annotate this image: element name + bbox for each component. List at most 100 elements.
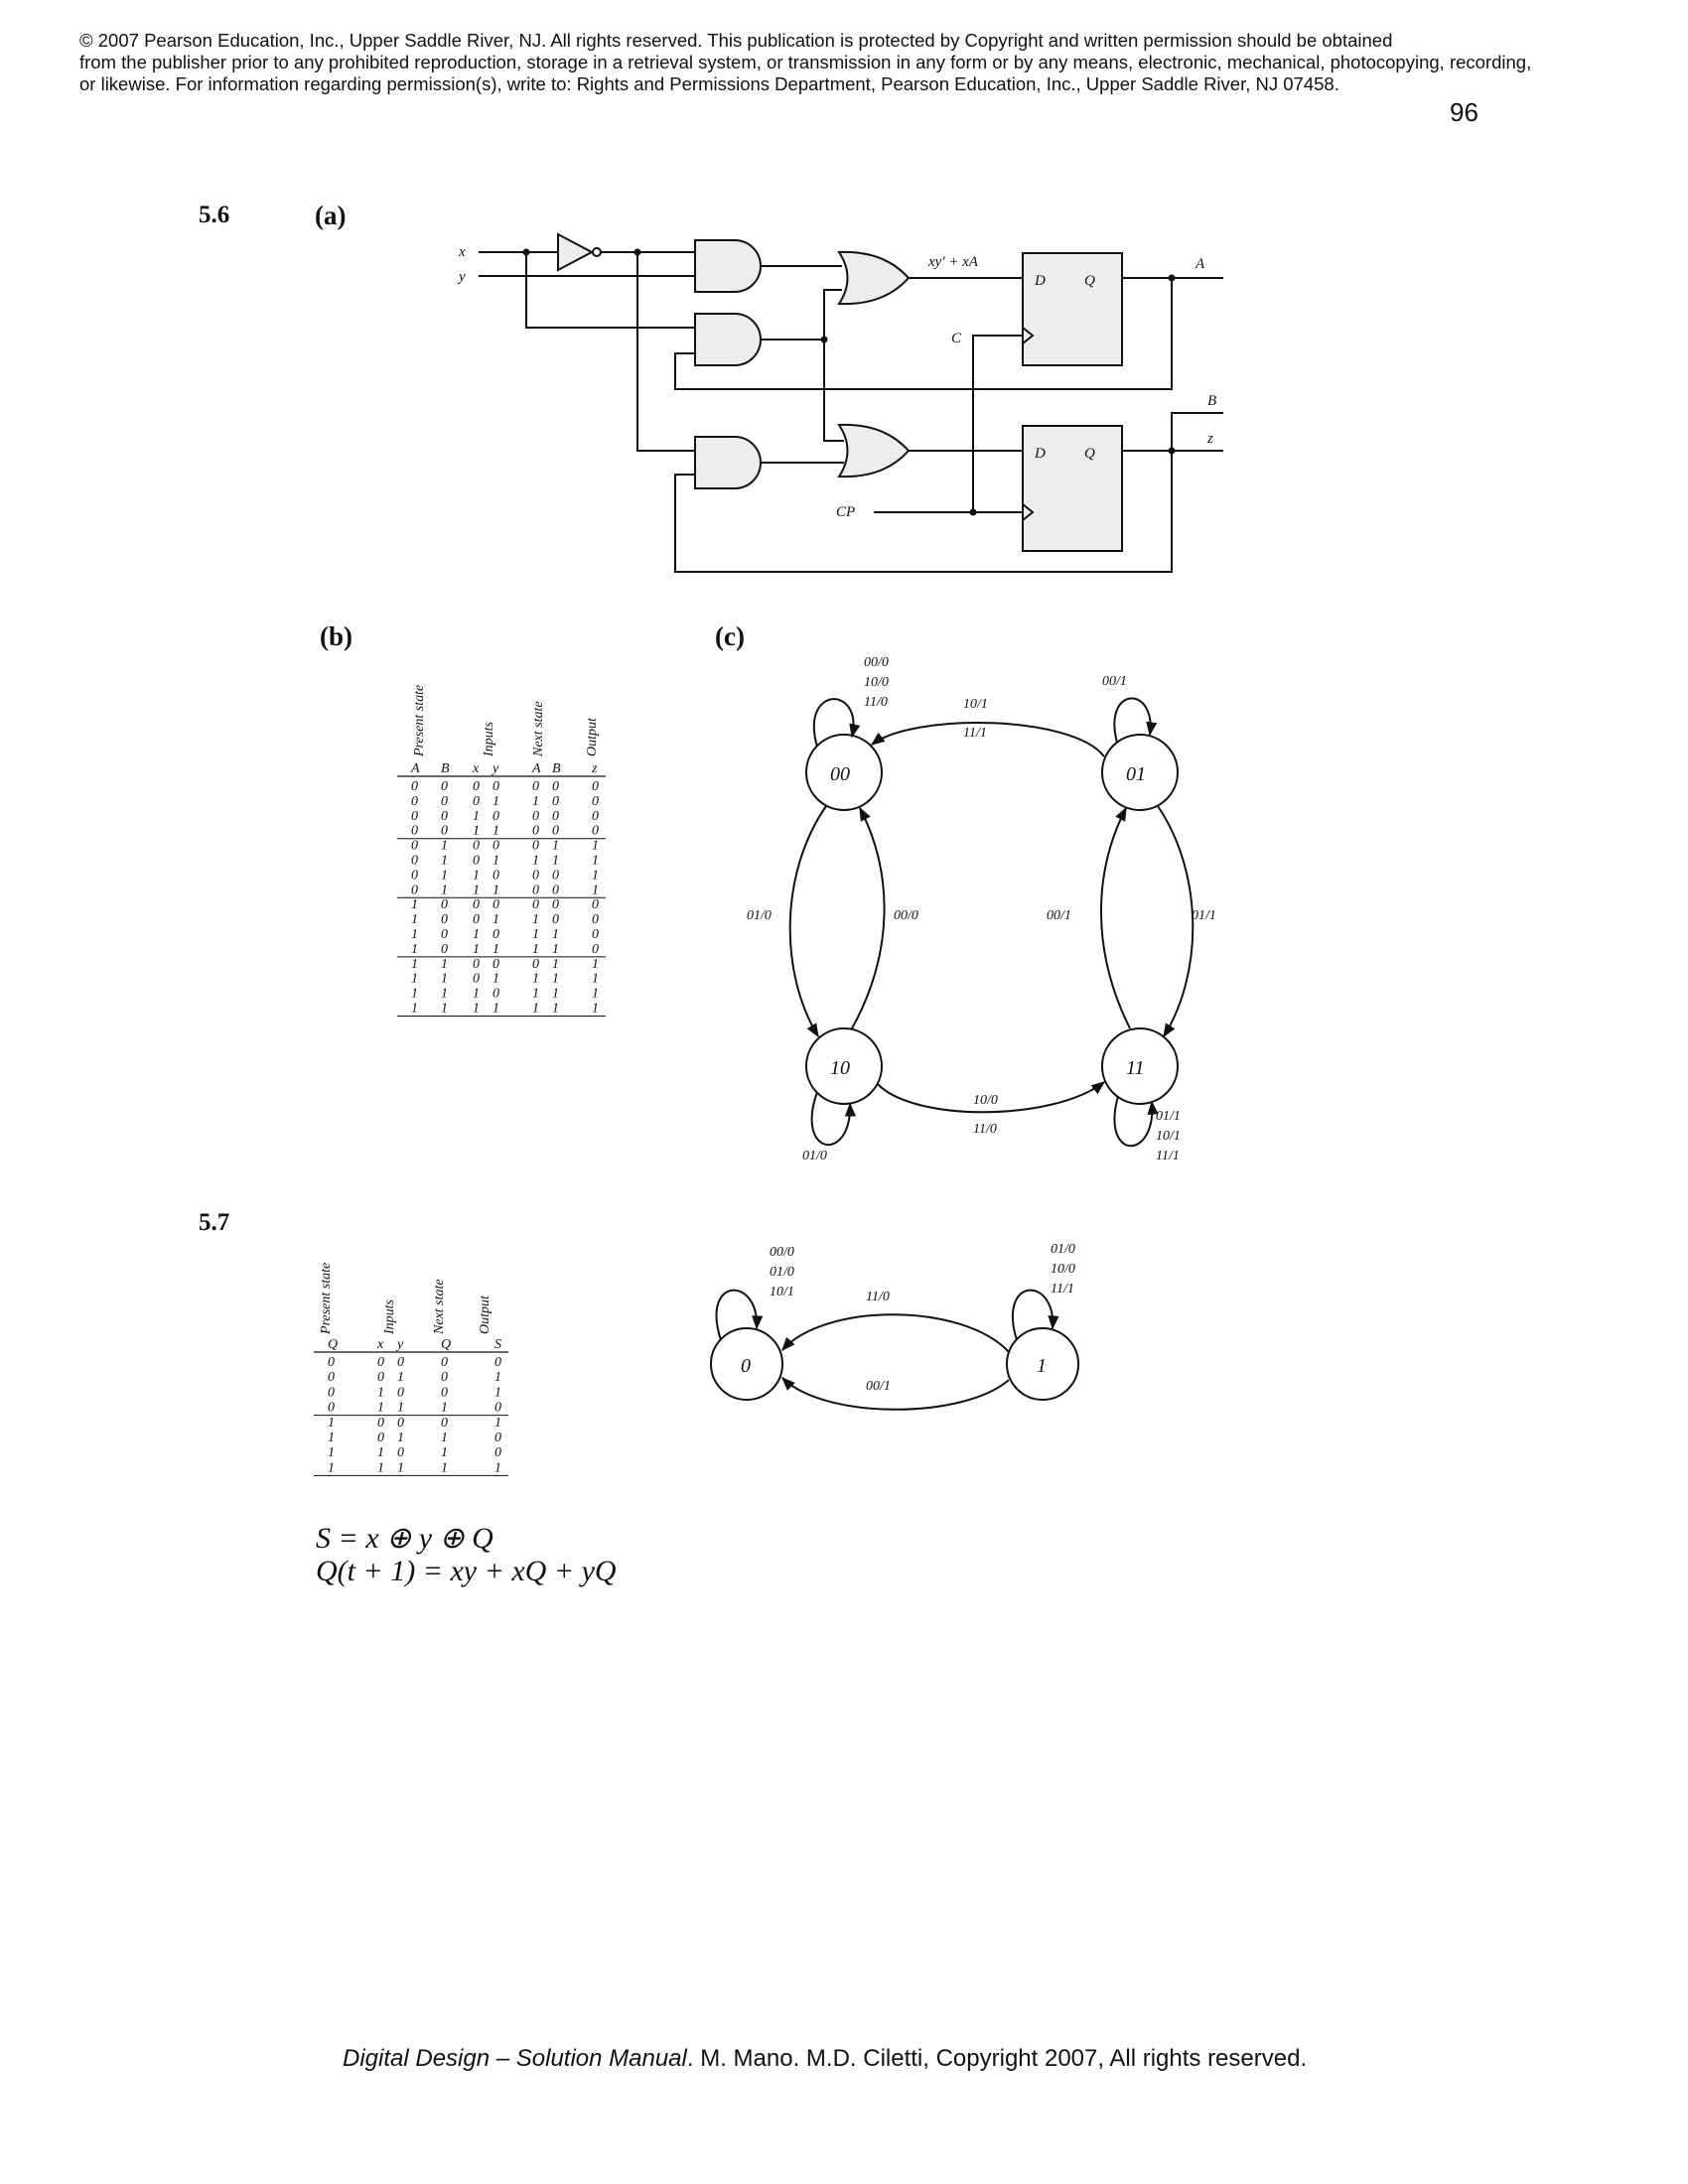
t56-cell: 0 <box>592 779 599 794</box>
t56-cell: 0 <box>411 824 418 839</box>
output-z-label: z <box>1206 431 1213 447</box>
t56-group-header: Inputs <box>482 721 496 757</box>
t56-cell: 0 <box>411 809 418 824</box>
t56-cell: 1 <box>411 927 418 942</box>
t56-cell: 0 <box>532 824 539 839</box>
t57-col-header: Q <box>441 1337 451 1352</box>
t56-cell: 1 <box>532 972 539 987</box>
t56-cell: 1 <box>552 957 559 972</box>
copyright-line-1: © 2007 Pearson Education, Inc., Upper Sa… <box>79 30 1393 51</box>
label-11-to-01: 00/1 <box>1047 908 1071 923</box>
t56-cell: 1 <box>592 854 599 869</box>
label-1-to-0: 00/1 <box>866 1379 891 1394</box>
inverter-gate <box>557 232 595 272</box>
t56-col-header: B <box>552 761 561 776</box>
equation-q-next: Q(t + 1) = xy + xQ + yQ <box>316 1555 617 1587</box>
t56-cell: 0 <box>473 912 480 927</box>
t56-cell: 1 <box>552 1002 559 1017</box>
t56-cell: 0 <box>552 897 559 912</box>
t57-group-header: Next state <box>432 1279 447 1335</box>
t56-cell: 0 <box>473 794 480 809</box>
t57-cell: 1 <box>328 1460 335 1475</box>
t57-cell: 0 <box>441 1355 448 1370</box>
t56-cell: 0 <box>532 883 539 897</box>
t56-cell: 0 <box>441 809 448 824</box>
t56-cell: 1 <box>411 942 418 957</box>
t56-cell: 0 <box>552 779 559 794</box>
t56-cell: 0 <box>532 897 539 912</box>
state-0 <box>710 1327 783 1401</box>
t57-cell: 1 <box>397 1460 404 1475</box>
t57-cell: 0 <box>377 1431 384 1445</box>
label-11-self-1: 01/1 <box>1156 1109 1181 1124</box>
and-gate-2 <box>694 313 762 366</box>
t56-cell: 0 <box>411 883 418 897</box>
t56-cell: 1 <box>592 868 599 883</box>
output-a-label: A <box>1195 256 1205 272</box>
d-flip-flop-a <box>1022 252 1123 366</box>
footer-title: Digital Design – Solution Manual <box>343 2045 687 2072</box>
copyright-notice: © 2007 Pearson Education, Inc., Upper Sa… <box>79 30 1628 95</box>
t57-cell: 1 <box>397 1431 404 1445</box>
t57-cell: 0 <box>441 1385 448 1400</box>
t56-cell: 0 <box>441 897 448 912</box>
loop-01 <box>1113 697 1158 744</box>
t57-cell: 1 <box>377 1401 384 1416</box>
t56-cell: 1 <box>411 912 418 927</box>
arc-10-to-11 <box>877 1081 1106 1114</box>
state-00-label: 00 <box>830 763 850 785</box>
t57-col-header: S <box>494 1337 501 1352</box>
t57-col-header: y <box>395 1337 404 1352</box>
input-x-label: x <box>458 244 466 260</box>
t56-cell: 0 <box>532 868 539 883</box>
t56-cell: 0 <box>441 779 448 794</box>
copyright-line-3: or likewise. For information regarding p… <box>79 73 1339 94</box>
state-diagram-5-7: 0 1 00/0 01/0 10/1 01/0 10/0 11/1 11/0 0… <box>710 1242 1079 1411</box>
arc-00-to-10 <box>788 805 827 1038</box>
state-00 <box>805 734 883 811</box>
t56-col-header: A <box>410 761 420 776</box>
clock-c-label: C <box>951 331 962 346</box>
t56-cell: 1 <box>532 927 539 942</box>
t56-cell: 1 <box>473 927 480 942</box>
t56-cell: 0 <box>473 854 480 869</box>
t56-cell: 1 <box>552 987 559 1002</box>
t56-cell: 0 <box>592 824 599 839</box>
loop-0 <box>715 1289 764 1341</box>
t57-cell: 1 <box>441 1445 448 1460</box>
t57-cell: 1 <box>494 1460 501 1475</box>
t56-cell: 1 <box>592 1002 599 1017</box>
label-0-self-1: 00/0 <box>770 1245 794 1260</box>
t57-cell: 0 <box>397 1445 404 1460</box>
ff1-q-label: Q <box>1084 273 1095 289</box>
and-gate-1 <box>694 239 762 293</box>
t56-cell: 1 <box>441 839 448 854</box>
t56-cell: 1 <box>492 1002 499 1017</box>
t56-cell: 1 <box>473 824 480 839</box>
t57-cell: 1 <box>377 1385 384 1400</box>
t56-cell: 0 <box>473 897 480 912</box>
t56-cell: 0 <box>592 912 599 927</box>
problem-number-5-6: 5.6 <box>199 202 230 228</box>
t56-cell: 1 <box>552 839 559 854</box>
t56-cell: 1 <box>532 794 539 809</box>
t57-cell: 1 <box>397 1370 404 1385</box>
arc-01-to-00 <box>870 722 1105 757</box>
d-flip-flop-b <box>1022 425 1123 552</box>
t56-cell: 0 <box>552 824 559 839</box>
t56-cell: 0 <box>592 794 599 809</box>
t57-group-header: Present state <box>319 1263 334 1335</box>
t56-cell: 1 <box>473 809 480 824</box>
t56-cell: 1 <box>552 972 559 987</box>
t56-cell: 0 <box>552 794 559 809</box>
t57-cell: 0 <box>377 1416 384 1431</box>
label-00-self-3: 11/0 <box>864 695 888 710</box>
t56-cell: 1 <box>473 942 480 957</box>
footer: Digital Design – Solution Manual. M. Man… <box>343 2045 1307 2073</box>
t56-cell: 1 <box>552 854 559 869</box>
t56-cell: 1 <box>532 854 539 869</box>
label-0-self-3: 10/1 <box>770 1285 794 1299</box>
label-00-self-2: 10/0 <box>864 675 889 690</box>
state-1 <box>1006 1327 1079 1401</box>
t57-cell: 0 <box>328 1355 335 1370</box>
